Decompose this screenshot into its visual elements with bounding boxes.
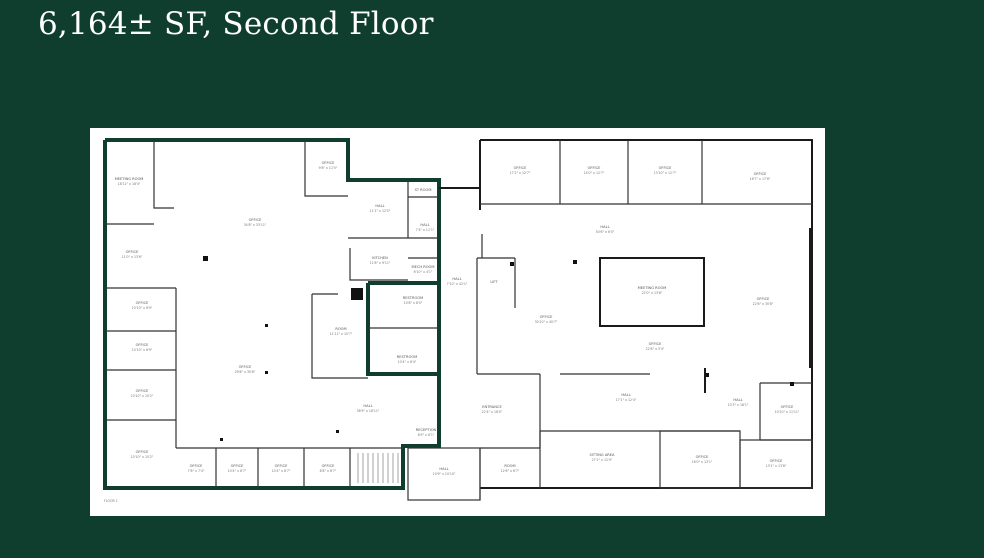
room-dim: 10'9" x 10'10" [433, 472, 456, 476]
room-dim: 6'10" x 4'1" [414, 270, 433, 274]
stairs-icon [357, 453, 399, 483]
room-label: OFFICE [649, 342, 663, 346]
room-label: HALL [621, 393, 630, 397]
room-dim: 10'10" x 11'11" [775, 410, 800, 414]
room-dim: 11'8" x 9'11" [370, 261, 391, 265]
room-dim: 10'4" x 8'7" [272, 469, 291, 473]
room-label: OFFICE [588, 166, 602, 170]
room-label: MECH ROOM [412, 265, 435, 269]
room-dim: 7'10" x 42'1" [447, 282, 468, 286]
room-label: OFFICE [514, 166, 528, 170]
room-label: OFFICE [322, 161, 336, 165]
room-dim: 10'8" x 8'0" [404, 301, 423, 305]
room-label: OFFICE [239, 365, 253, 369]
room-dim: 50'6" x 6'0" [596, 230, 615, 234]
room-dim: 10'4" x 6'4" [398, 360, 417, 364]
room-label: OFFICE [754, 172, 768, 176]
room-dim: 18'11" x 18'4" [118, 182, 141, 186]
room-dim: 9'8" x 11'5" [319, 166, 338, 170]
room-label: MEETING ROOM [115, 177, 144, 181]
room-dim: 10'10" x 8'9" [132, 348, 153, 352]
room-label: OFFICE [322, 464, 336, 468]
room-label: ROOM [335, 327, 346, 331]
room-dim: 13'10" x 12'7" [654, 171, 677, 175]
room-dim: 38'9" x 18'11" [357, 409, 380, 413]
floor-plan: MEETING ROOM 18'11" x 18'4" OFFICE 34'8"… [90, 128, 825, 516]
room-dim: 10'3" x 18'1" [728, 403, 749, 407]
room-dim: 10'4" x 8'7" [228, 469, 247, 473]
room-label: RESTROOM [403, 296, 424, 300]
room-dim: 30'10" x 40'7" [535, 320, 558, 324]
room-label: HALL [375, 204, 384, 208]
room-dim: 13'1" x 13'8" [766, 464, 787, 468]
room-label: HALL [600, 225, 609, 229]
room-label: OFFICE [757, 297, 771, 301]
room-dim: 22'6" x 30'8" [753, 302, 774, 306]
room-dim: 10'10" x 10'2" [131, 394, 154, 398]
room-label: OFFICE [126, 250, 140, 254]
room-label: ST ROOM [415, 188, 432, 192]
room-dim: 22'4" x 18'0" [482, 410, 503, 414]
room-labels: MEETING ROOM 18'11" x 18'4" OFFICE 34'8"… [104, 161, 800, 503]
room-dim: 34'8" x 33'11" [244, 223, 267, 227]
room-dim: 11'0" x 13'6" [122, 255, 143, 259]
room-label: OFFICE [136, 389, 150, 393]
room-dim: 8'8" x 8'7" [320, 469, 337, 473]
right-section-walls [407, 139, 813, 501]
room-label: OFFICE [136, 301, 150, 305]
room-dim: 22'8" x 3'4" [646, 347, 665, 351]
room-label: OFFICE [540, 315, 554, 319]
room-label: OFFICE [770, 459, 784, 463]
room-dim: 27'1" x 12'0" [592, 458, 613, 462]
page-title: 6,164± SF, Second Floor [38, 6, 434, 42]
room-dim: 22'0" x 13'8" [642, 291, 663, 295]
room-dim: 29'8" x 30'8" [235, 370, 256, 374]
room-label: OFFICE [249, 218, 263, 222]
room-label: HALL [733, 398, 742, 402]
room-dim: 11'1" x 12'5" [370, 209, 391, 213]
room-dim: 17'2" x 12'7" [510, 171, 531, 175]
room-dim: 7'8" x 7'4" [188, 469, 205, 473]
room-dim: 16'7" x 17'8" [750, 177, 771, 181]
room-dim: 10'10" x 8'9" [132, 306, 153, 310]
room-label: MEETING ROOM [638, 286, 667, 290]
left-section-outline [103, 138, 441, 490]
room-dim: 8'9" x 6'1" [418, 433, 435, 437]
room-label: RECEPTION [416, 428, 437, 432]
room-label: OFFICE [231, 464, 245, 468]
room-label: HALL [439, 467, 448, 471]
room-label: HALL [420, 223, 429, 227]
room-label: OFFICE [275, 464, 289, 468]
room-label: HALL [363, 404, 372, 408]
room-dim: 10'10" x 15'2" [131, 455, 154, 459]
room-label: KITCHEN [372, 256, 388, 260]
room-label: OFFICE [136, 450, 150, 454]
room-label: OFFICE [696, 455, 710, 459]
room-label: ENTRANCE [482, 405, 502, 409]
room-label: OFFICE [781, 405, 795, 409]
left-interior-walls [105, 140, 439, 488]
room-label: OFFICE [136, 343, 150, 347]
room-dim: 11'11" x 10'7" [330, 332, 353, 336]
room-label: ROOM [504, 464, 515, 468]
room-label: OFFICE [190, 464, 204, 468]
floor-label: FLOOR 1 [104, 499, 118, 503]
room-dim: 12'6" x 6'7" [501, 469, 520, 473]
room-label: OFFICE [659, 166, 673, 170]
room-label: SITTING AREA [589, 453, 615, 457]
room-label: RESTROOM [397, 355, 418, 359]
room-label: HALL [452, 277, 461, 281]
room-dim: 17'1" x 12'4" [616, 398, 637, 402]
room-dim: 14'0" x 12'7" [584, 171, 605, 175]
room-dim: 16'0" x 13'1" [692, 460, 713, 464]
room-dim: 7'4" x 11'1" [416, 228, 435, 232]
room-label: LIFT [490, 280, 498, 284]
